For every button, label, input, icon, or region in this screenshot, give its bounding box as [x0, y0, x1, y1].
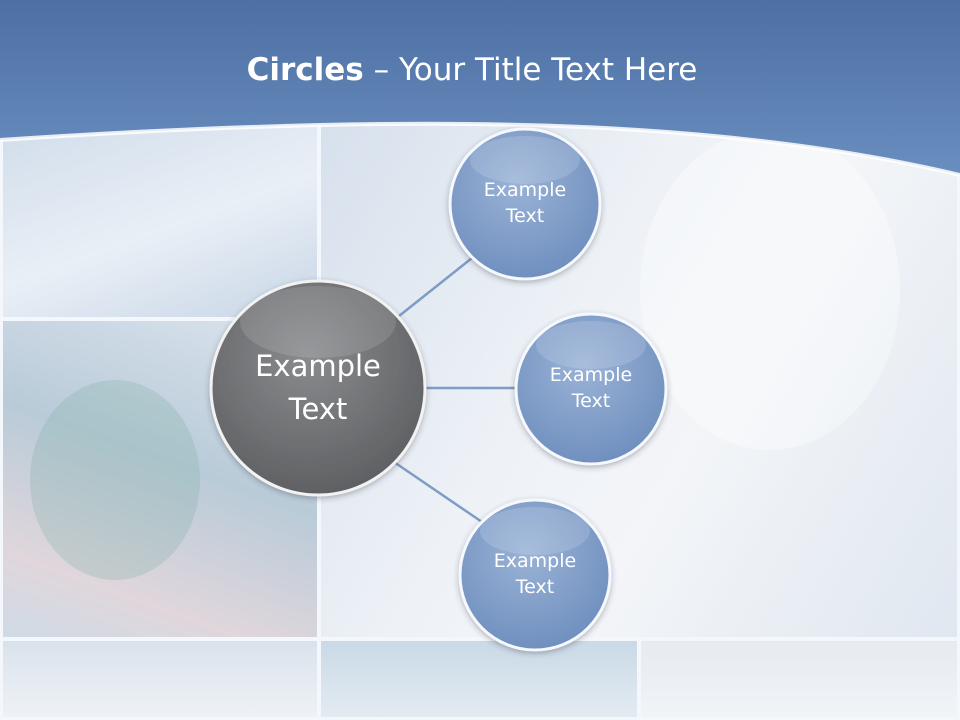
title-bold: Circles [246, 52, 364, 88]
node-label-bottom: Example Text [460, 500, 610, 650]
center-label-line2: Text [288, 392, 348, 426]
node-label-middle: Example Text [516, 314, 666, 464]
node-circle-bottom [458, 498, 612, 652]
background-figure-glove [30, 380, 200, 580]
background-figure-doctor [640, 130, 900, 450]
center-label-line1: Example [255, 348, 381, 383]
node-top-line1: Example [483, 179, 567, 202]
node-bottom-line1: Example [493, 550, 577, 573]
node-bottom-line2: Text [515, 576, 555, 598]
background-photo-bottom-right [638, 638, 960, 720]
center-circle-label: Example Text [211, 281, 425, 495]
node-circle-middle [514, 312, 668, 466]
header-band [0, 0, 960, 177]
node-top-line2: Text [505, 205, 545, 227]
node-label-top: Example Text [450, 129, 600, 279]
connector-bottom [393, 460, 483, 524]
node-middle-line2: Text [571, 390, 611, 412]
node-middle-line1: Example [549, 364, 633, 387]
background-photo-bottom-middle [318, 638, 640, 720]
page-title: Circles – Your Title Text Here [0, 52, 944, 88]
connector-top [393, 257, 473, 321]
center-circle [209, 279, 427, 497]
node-circle-top [448, 127, 602, 281]
title-rest: – Your Title Text Here [363, 52, 698, 88]
